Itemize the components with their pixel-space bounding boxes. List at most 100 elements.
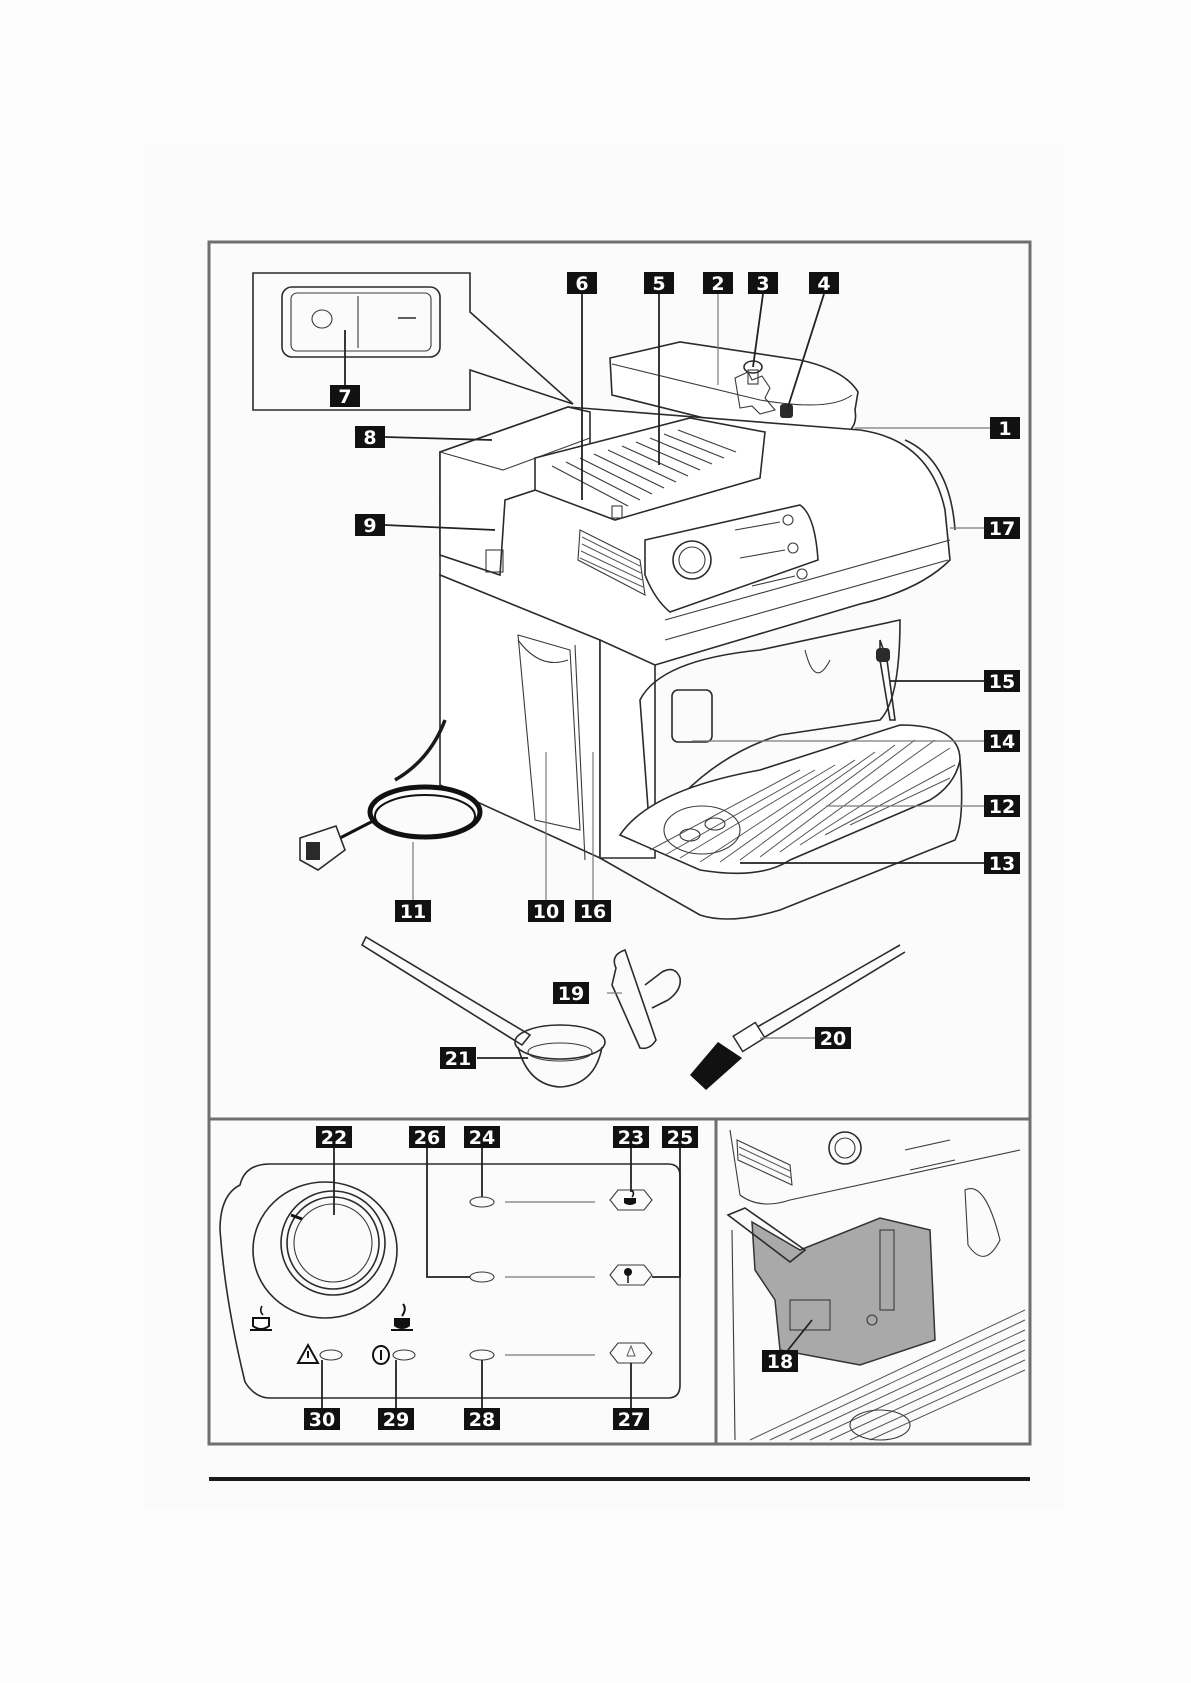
panel-line-1 xyxy=(734,521,781,531)
brew-group-detail xyxy=(726,1129,1026,1441)
machine-knob-inner xyxy=(678,546,706,574)
callout-25[interactable]: 25 xyxy=(662,1126,698,1149)
svg-text:2: 2 xyxy=(711,273,724,295)
funnel-spout xyxy=(644,968,682,1009)
callout-18[interactable]: 18 xyxy=(762,1350,798,1373)
power-icon xyxy=(372,1345,390,1365)
svg-text:11: 11 xyxy=(400,901,426,923)
svg-text:5: 5 xyxy=(652,273,665,295)
control-panel-detail xyxy=(219,1163,681,1399)
tank-lid-edge xyxy=(439,437,591,471)
callout-6[interactable]: 6 xyxy=(567,272,597,295)
callout-21[interactable]: 21 xyxy=(440,1047,476,1070)
panel-line-2 xyxy=(739,549,786,559)
svg-text:15: 15 xyxy=(989,671,1015,693)
side-panel-edge xyxy=(904,439,956,531)
svg-text:6: 6 xyxy=(575,273,588,295)
scoop-bowl-rim xyxy=(514,1024,606,1060)
drip-hole-1 xyxy=(679,828,701,842)
callout-27[interactable]: 27 xyxy=(613,1408,649,1431)
callout-9[interactable]: 9 xyxy=(355,514,385,537)
detail-panel-line-2 xyxy=(909,1159,956,1171)
callout-30[interactable]: 30 xyxy=(304,1408,340,1431)
drip-hole-2 xyxy=(704,817,726,831)
callout-10[interactable]: 10 xyxy=(528,900,564,923)
svg-text:18: 18 xyxy=(767,1351,793,1373)
warmer-tab xyxy=(611,505,623,519)
mild-coffee-icon xyxy=(250,1305,272,1331)
brush-ferrule xyxy=(732,1021,766,1053)
callout-26[interactable]: 26 xyxy=(409,1126,445,1149)
callout-1[interactable]: 1 xyxy=(990,417,1020,440)
svg-text:8: 8 xyxy=(363,427,376,449)
power-on-light xyxy=(392,1349,416,1361)
svg-text:16: 16 xyxy=(580,901,606,923)
callout-17[interactable]: 17 xyxy=(984,517,1020,540)
steam-button xyxy=(609,1264,653,1286)
plug-cable xyxy=(339,818,376,840)
lower-mid-body xyxy=(599,638,656,859)
svg-text:4: 4 xyxy=(817,273,830,295)
callout-badges[interactable]: 1 2 3 4 5 6 7 8 9 10 11 12 13 14 15 16 1… xyxy=(304,272,1020,1431)
callout-16[interactable]: 16 xyxy=(575,900,611,923)
scoop-bowl-body xyxy=(517,1046,603,1088)
callout-4[interactable]: 4 xyxy=(809,272,839,295)
switch-rocker xyxy=(290,292,432,352)
callout-3[interactable]: 3 xyxy=(748,272,778,295)
scoop-bowl-inner xyxy=(527,1042,593,1062)
selector-knob-pointer xyxy=(290,1213,303,1221)
diagram-frame xyxy=(207,240,1032,1481)
selector-knob-bezel xyxy=(252,1181,398,1319)
callout-12[interactable]: 12 xyxy=(984,795,1020,818)
callout-14[interactable]: 14 xyxy=(984,730,1020,753)
callout-11[interactable]: 11 xyxy=(395,900,431,923)
switch-off-symbol xyxy=(311,309,333,329)
leader-lines xyxy=(321,293,990,1408)
cup-warmer xyxy=(534,417,766,521)
coffee-spout xyxy=(671,689,713,743)
detail-panel-line-1 xyxy=(904,1139,951,1151)
outer-frame xyxy=(207,240,1032,1446)
hot-water-button xyxy=(609,1342,653,1364)
callout-22[interactable]: 22 xyxy=(316,1126,352,1149)
panel-line-3 xyxy=(751,575,796,587)
callout-2[interactable]: 2 xyxy=(703,272,733,295)
detail-body-edge xyxy=(729,1129,1021,1205)
callout-7[interactable]: 7 xyxy=(330,385,360,408)
svg-text:27: 27 xyxy=(618,1409,644,1431)
brew-group-chamber xyxy=(789,1299,831,1331)
svg-text:30: 30 xyxy=(309,1409,335,1431)
alarm-light xyxy=(319,1349,343,1361)
panel-outline xyxy=(219,1163,681,1399)
steam-wand-knob xyxy=(876,648,890,662)
callout-23[interactable]: 23 xyxy=(613,1126,649,1149)
svg-text:25: 25 xyxy=(667,1127,693,1149)
steam-indicator-light xyxy=(469,1271,495,1283)
callout-29[interactable]: 29 xyxy=(378,1408,414,1431)
svg-text:1: 1 xyxy=(998,418,1011,440)
selector-knob-ring-outer xyxy=(280,1190,386,1296)
callout-5[interactable]: 5 xyxy=(644,272,674,295)
callout-8[interactable]: 8 xyxy=(355,426,385,449)
detail-knob-inner xyxy=(834,1137,856,1159)
callout-19[interactable]: 19 xyxy=(553,982,589,1005)
svg-text:23: 23 xyxy=(618,1127,644,1149)
callout-15[interactable]: 15 xyxy=(984,670,1020,693)
strong-coffee-icon xyxy=(391,1303,413,1331)
machine-control-panel xyxy=(644,504,819,613)
inset-callout-box xyxy=(252,272,574,411)
switch-housing xyxy=(281,286,441,358)
grind-dial-shape xyxy=(734,371,776,415)
front-band-bottom xyxy=(664,559,949,641)
coffee-indicator-light xyxy=(469,1196,495,1208)
callout-13[interactable]: 13 xyxy=(984,852,1020,875)
callout-20[interactable]: 20 xyxy=(815,1027,851,1050)
selector-knob-face xyxy=(293,1203,373,1283)
funnel-body xyxy=(611,948,657,1050)
warning-triangle-icon xyxy=(296,1342,320,1364)
callout-24[interactable]: 24 xyxy=(464,1126,500,1149)
callout-28[interactable]: 28 xyxy=(464,1408,500,1431)
front-band-top xyxy=(664,539,951,621)
